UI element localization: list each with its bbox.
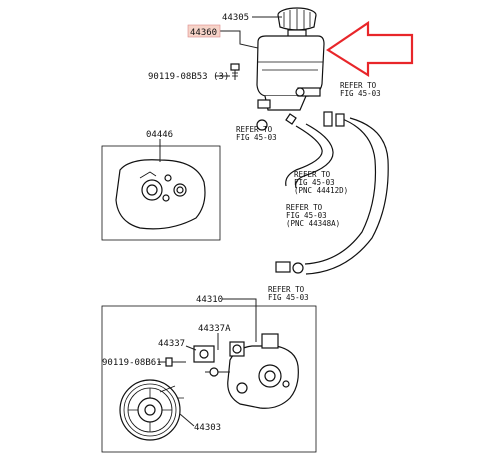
part-label-pump-assy[interactable]: 44310 <box>196 295 223 305</box>
ref-line-3: (PNC 44412D) <box>294 186 348 195</box>
ref-line-2: FIG 45-03 <box>286 211 327 220</box>
part-label-pulley-part[interactable]: 44337A <box>198 324 231 334</box>
return-hose <box>304 117 377 265</box>
ref-line-1: REFER TO <box>294 170 331 179</box>
bracket[interactable] <box>193 345 215 363</box>
bolt-top[interactable] <box>230 63 240 80</box>
highlight-marker <box>187 24 221 38</box>
ref-line-1: REFER TO <box>236 125 273 134</box>
part-label-cap[interactable]: 44305 <box>222 13 249 23</box>
part-label-reservoir[interactable]: 44360 <box>190 28 217 38</box>
ref-line-2: FIG 45-03 <box>268 293 309 302</box>
ref-line-2: FIG 45-03 <box>340 89 381 98</box>
pump-sub-box <box>101 145 221 241</box>
bolt-bottom[interactable] <box>165 357 186 367</box>
ref-note-3[interactable]: REFER TO FIG 45-03 (PNC 44412D) <box>294 170 348 195</box>
pump-assy-box <box>101 305 317 453</box>
ref-line-1: REFER TO <box>286 203 323 212</box>
red-arrow-icon <box>325 20 414 77</box>
ref-line-3: (PNC 44348A) <box>286 219 340 228</box>
part-label-bracket[interactable]: 44337 <box>158 339 185 349</box>
ref-note-2[interactable]: REFER TO FIG 45-03 <box>236 125 277 142</box>
part-label-pump-sub[interactable]: 04446 <box>146 130 173 140</box>
ref-line-2: FIG 45-03 <box>236 133 277 142</box>
ref-note-1[interactable]: REFER TO FIG 45-03 <box>340 81 381 98</box>
ref-note-5[interactable]: REFER TO FIG 45-03 <box>268 285 309 302</box>
ref-line-1: REFER TO <box>340 81 377 90</box>
ref-note-4[interactable]: REFER TO FIG 45-03 (PNC 44348A) <box>286 203 340 228</box>
pump-sub-assembly[interactable] <box>115 159 206 230</box>
part-label-bolt-top[interactable]: 90119-08B53 (3) <box>148 72 229 82</box>
hose-clamp <box>323 111 333 127</box>
pump-body[interactable] <box>205 333 299 409</box>
reservoir-tank[interactable] <box>256 7 325 131</box>
part-label-pulley[interactable]: 44303 <box>194 423 221 433</box>
part-label-bolt-bottom[interactable]: 90119-08B61 <box>102 358 162 368</box>
ref-line-2: FIG 45-03 <box>294 178 335 187</box>
pulley[interactable] <box>119 379 184 441</box>
ref-line-1: REFER TO <box>268 285 305 294</box>
